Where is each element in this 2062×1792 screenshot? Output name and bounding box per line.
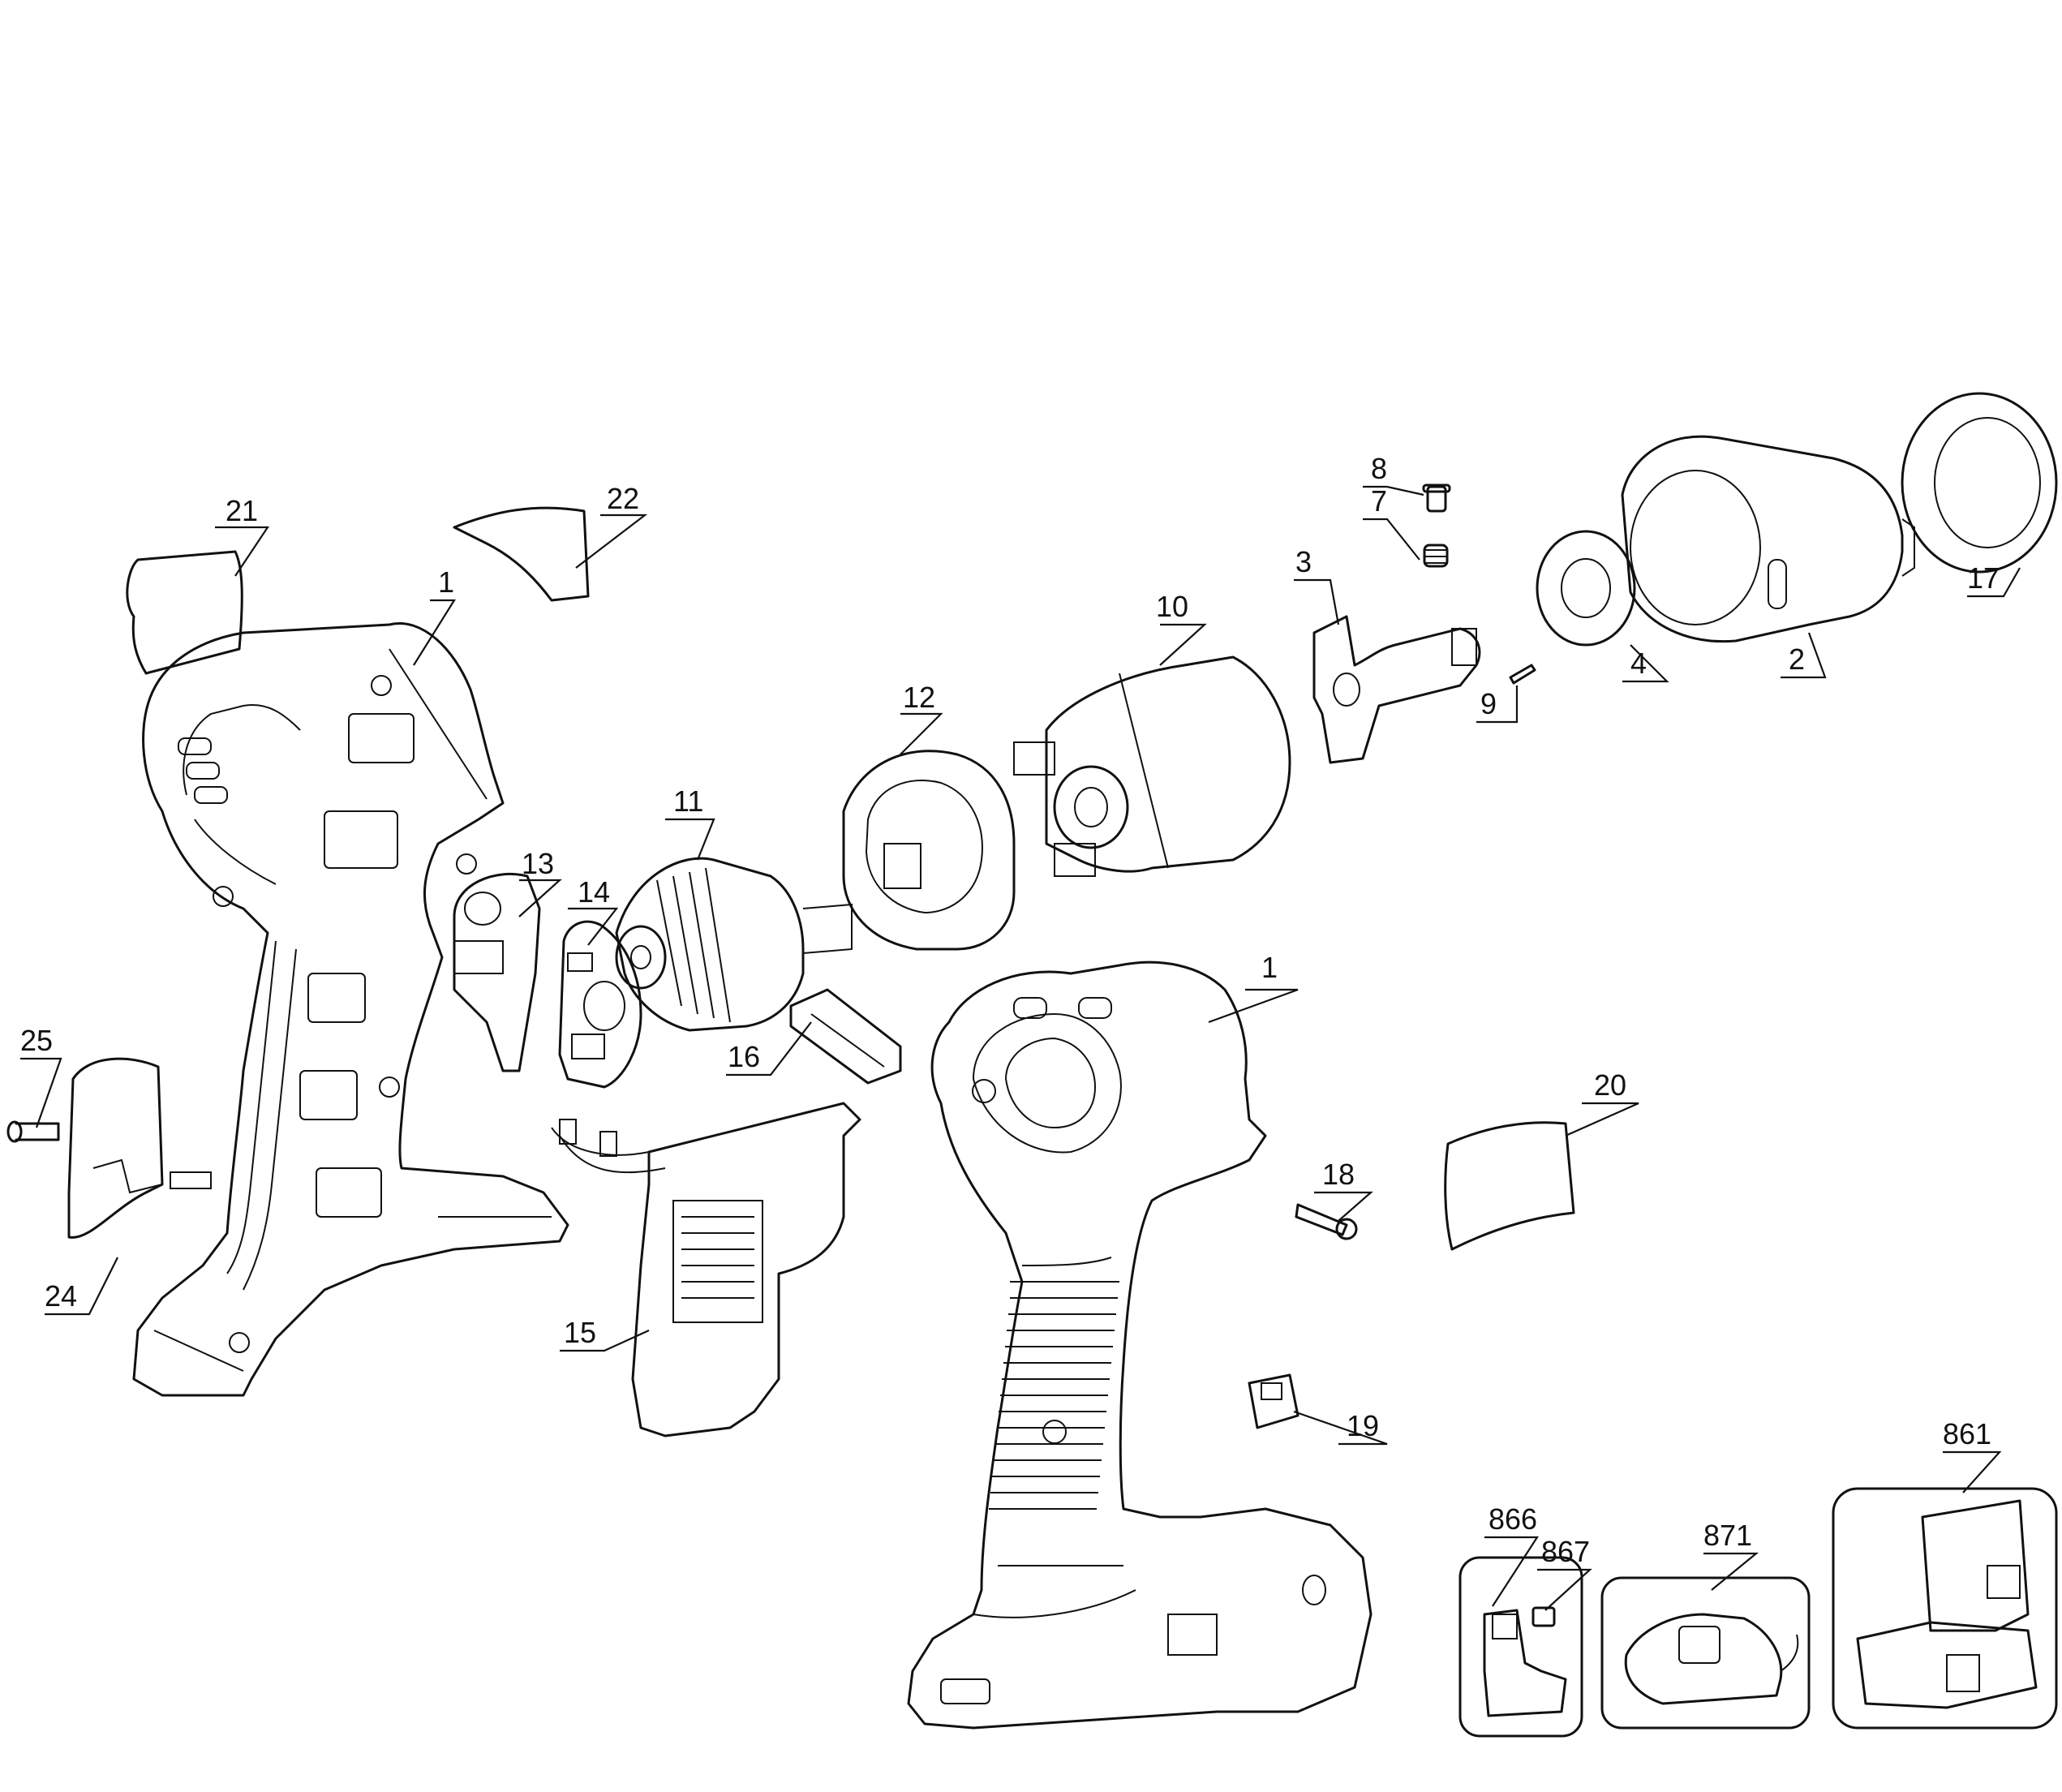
callout-13: 13	[522, 847, 554, 880]
part-19-terminal	[1248, 1373, 1299, 1429]
callout-867: 867	[1541, 1535, 1590, 1568]
part-2-hammer-case	[1621, 435, 1915, 643]
callout-1-left: 1	[438, 565, 454, 599]
callout-labels: 1 1 2 3 4 7 8 9 10 11 12 13 14 15 16 17 …	[20, 452, 2000, 1568]
callout-22: 22	[607, 482, 639, 515]
callout-12: 12	[903, 681, 935, 714]
callout-18: 18	[1322, 1158, 1355, 1191]
part-867-battery-cap	[1531, 1606, 1556, 1627]
part-1-housing-left-half	[132, 622, 569, 1397]
callout-8: 8	[1371, 452, 1387, 485]
callout-7: 7	[1371, 484, 1387, 518]
part-15-switch	[551, 1102, 861, 1437]
callout-866: 866	[1489, 1502, 1537, 1536]
callout-19: 19	[1347, 1409, 1379, 1442]
part-861-kit-box	[1832, 1487, 2058, 1730]
part-22-curved-label	[453, 506, 590, 602]
part-9-pin	[1509, 664, 1536, 685]
callout-871: 871	[1703, 1519, 1752, 1552]
part-24-belt-clip	[67, 1057, 212, 1239]
callout-15: 15	[564, 1316, 596, 1349]
callout-21: 21	[226, 494, 258, 527]
part-1-housing-right-half	[907, 960, 1373, 1730]
callout-3: 3	[1295, 545, 1312, 578]
part-3-anvil	[1312, 615, 1481, 764]
part-16-actuator	[789, 988, 902, 1085]
part-18-screw	[1295, 1203, 1358, 1240]
callout-20: 20	[1594, 1068, 1626, 1102]
part-13-brush-holder	[453, 872, 541, 1072]
leader-lines	[20, 485, 2021, 1611]
part-871-charger-box	[1600, 1576, 1811, 1730]
part-14-end-plate	[558, 920, 642, 1089]
callout-24: 24	[45, 1279, 77, 1313]
callout-1-right: 1	[1261, 951, 1278, 984]
part-20-label	[1444, 1121, 1575, 1251]
part-4-washer	[1536, 530, 1636, 647]
part-866-battery-box	[1458, 1556, 1583, 1738]
part-17-bumper-ring	[1901, 392, 2058, 574]
callout-9: 9	[1480, 687, 1497, 720]
part-12-magnet-ring	[842, 750, 1016, 951]
callout-11: 11	[673, 784, 703, 818]
callout-17: 17	[1967, 561, 2000, 595]
callout-25: 25	[20, 1024, 53, 1057]
callout-14: 14	[578, 875, 610, 909]
callout-10: 10	[1156, 590, 1188, 623]
part-11-armature	[615, 857, 853, 1032]
part-10-gear-housing	[1013, 655, 1291, 877]
callout-4: 4	[1630, 647, 1647, 680]
callout-16: 16	[728, 1040, 760, 1073]
part-21-label-sheet	[126, 550, 243, 675]
callout-861: 861	[1943, 1417, 1991, 1450]
callout-2: 2	[1789, 642, 1805, 676]
part-8-detent-pin	[1422, 483, 1451, 513]
part-25-screw	[6, 1120, 60, 1143]
part-7-spring	[1423, 544, 1449, 568]
